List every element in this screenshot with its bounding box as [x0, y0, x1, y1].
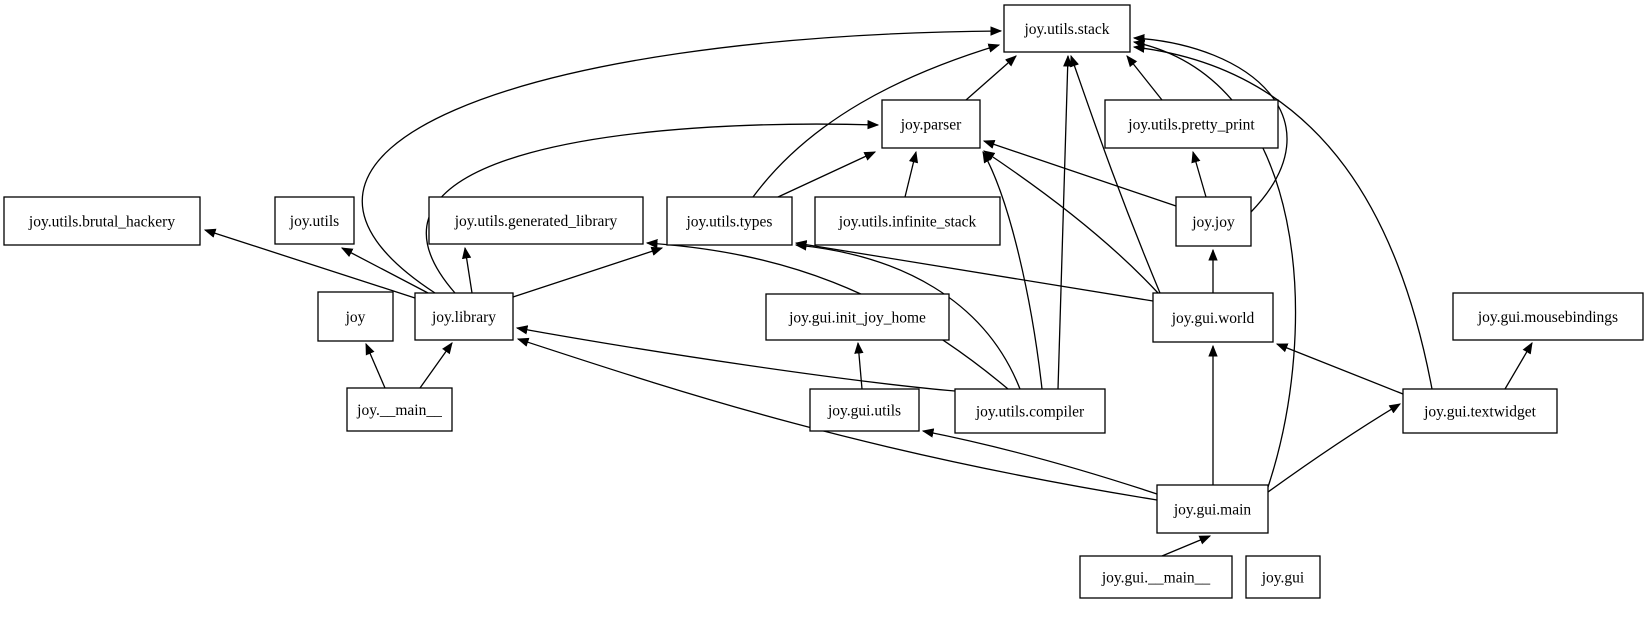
edge-joy.library->joy.utils	[340, 247, 429, 294]
node-label: joy.utils	[289, 213, 339, 230]
edge-joy.utils.compiler->joy.parser	[982, 150, 1043, 390]
edge-joy.utils.types->joy.utils.stack	[752, 43, 1001, 198]
node-box	[428, 196, 644, 245]
graph-node-gui: joy.gui	[1245, 555, 1321, 599]
edge-joy.utils.compiler->joy.utils.generated_library	[645, 239, 1009, 390]
graph-node-main_mod: joy.__main__	[346, 387, 453, 432]
node-box	[3, 196, 201, 246]
node-box	[1452, 292, 1644, 341]
edge-joy.__main__->joy	[365, 342, 386, 389]
node-label: joy.utils.compiler	[975, 403, 1085, 420]
node-label: joy.gui.__main__	[1101, 569, 1211, 586]
edge-joy.library->joy.utils.brutal_hackery	[203, 228, 416, 299]
node-label: joy.utils.infinite_stack	[838, 213, 977, 230]
edge-joy.gui.textwidget->joy.utils.stack	[1132, 43, 1433, 390]
edge-joy.gui.main->joy.gui.textwidget	[1267, 403, 1402, 493]
node-label: joy	[345, 309, 366, 326]
edge-joy.gui.world->joy.utils.types	[794, 240, 1154, 302]
node-label: joy.joy	[1191, 214, 1235, 231]
edge-joy.gui.textwidget->joy.gui.mousebindings	[1504, 341, 1533, 390]
edge-joy.gui.main->joy.gui.utils	[921, 428, 1158, 495]
graph-node-brutal_hackery: joy.utils.brutal_hackery	[3, 196, 201, 246]
edge-joy.gui.world->joy.parser	[983, 150, 1159, 294]
edge-joy.gui.textwidget->joy.gui.world	[1275, 343, 1404, 395]
node-box	[809, 388, 920, 432]
node-box	[1245, 555, 1321, 599]
edge-joy.joy->joy.utils.stack	[1132, 33, 1288, 213]
edge-joy.parser->joy.utils.stack	[965, 55, 1017, 101]
graph-node-infinite_stack: joy.utils.infinite_stack	[814, 196, 1001, 246]
edge-joy.gui.__main__->joy.gui.main	[1161, 535, 1212, 557]
graph-node-library: joy.library	[414, 292, 514, 341]
node-box	[881, 99, 981, 149]
graph-node-pretty_print: joy.utils.pretty_print	[1104, 99, 1279, 149]
node-box	[1104, 99, 1279, 149]
node-label: joy.gui	[1261, 569, 1305, 586]
node-box	[1003, 4, 1131, 53]
node-label: joy.utils.types	[686, 213, 773, 230]
graph-node-generated_library: joy.utils.generated_library	[428, 196, 644, 245]
graph-node-types: joy.utils.types	[666, 196, 793, 246]
node-label: joy.library	[431, 309, 496, 326]
edge-joy.gui.main->joy.library	[516, 337, 1158, 501]
node-box	[765, 293, 950, 341]
node-box	[414, 292, 514, 341]
graph-node-gui_main_mod: joy.gui.__main__	[1079, 555, 1233, 599]
graph-node-gui_main: joy.gui.main	[1156, 484, 1269, 534]
edge-joy.gui.utils->joy.gui.init_joy_home	[854, 341, 864, 390]
edge-joy.utils.compiler->joy.library	[515, 325, 956, 392]
edge-joy.library->joy.utils.generated_library	[461, 246, 473, 294]
node-label: joy.utils.brutal_hackery	[28, 213, 175, 230]
edge-joy.utils.types->joy.parser	[777, 151, 877, 198]
node-box	[274, 196, 355, 245]
node-box	[1175, 196, 1252, 247]
graph-node-init_joy_home: joy.gui.init_joy_home	[765, 293, 950, 341]
edge-joy.joy->joy.utils.pretty_print	[1191, 150, 1207, 198]
graph-node-gui_utils: joy.gui.utils	[809, 388, 920, 432]
graph-node-textwidget: joy.gui.textwidget	[1402, 388, 1558, 434]
graph-node-mousebindings: joy.gui.mousebindings	[1452, 292, 1644, 341]
edge-joy.gui.world->joy.utils.stack	[1070, 54, 1161, 294]
node-box	[954, 388, 1106, 434]
graph-node-world: joy.gui.world	[1152, 292, 1274, 343]
edge-joy.utils.pretty_print->joy.utils.stack	[1126, 55, 1163, 101]
node-label: joy.gui.world	[1171, 310, 1255, 327]
edge-joy.gui.main->joy.utils.stack	[1132, 39, 1297, 488]
edge-joy.library->joy.parser	[425, 120, 880, 294]
node-label: joy.parser	[900, 116, 962, 133]
node-label: joy.__main__	[356, 402, 442, 419]
node-box	[1156, 484, 1269, 534]
graph-node-stack: joy.utils.stack	[1003, 4, 1131, 53]
node-label: joy.gui.utils	[827, 402, 901, 419]
node-box	[1402, 388, 1558, 434]
node-label: joy.gui.mousebindings	[1477, 309, 1618, 326]
node-label: joy.gui.init_joy_home	[788, 309, 926, 326]
node-box	[814, 196, 1001, 246]
edge-joy.__main__->joy.library	[419, 342, 453, 389]
node-box	[666, 196, 793, 246]
graph-node-joy: joy	[317, 291, 394, 342]
graph-node-joy_joy: joy.joy	[1175, 196, 1252, 247]
edge-joy.joy->joy.parser	[982, 139, 1177, 207]
edge-joy.utils.compiler->joy.utils.stack	[1057, 54, 1073, 390]
node-label: joy.utils.generated_library	[454, 213, 618, 230]
node-label: joy.gui.textwidget	[1423, 403, 1536, 420]
edge-joy.library->joy.utils.types	[512, 246, 664, 298]
node-label: joy.utils.pretty_print	[1127, 116, 1255, 133]
node-box	[1152, 292, 1274, 343]
edge-joy.library->joy.utils.stack	[361, 26, 1003, 294]
node-label: joy.utils.stack	[1023, 21, 1109, 38]
edge-joy.utils.compiler->joy.utils.types	[794, 241, 1021, 390]
node-box	[1079, 555, 1233, 599]
graph-node-utils: joy.utils	[274, 196, 355, 245]
edge-joy.utils.infinite_stack->joy.parser	[904, 150, 919, 198]
graph-node-compiler: joy.utils.compiler	[954, 388, 1106, 434]
node-label: joy.gui.main	[1173, 501, 1252, 518]
node-box	[317, 291, 394, 342]
node-box	[346, 387, 453, 432]
graph-node-parser: joy.parser	[881, 99, 981, 149]
